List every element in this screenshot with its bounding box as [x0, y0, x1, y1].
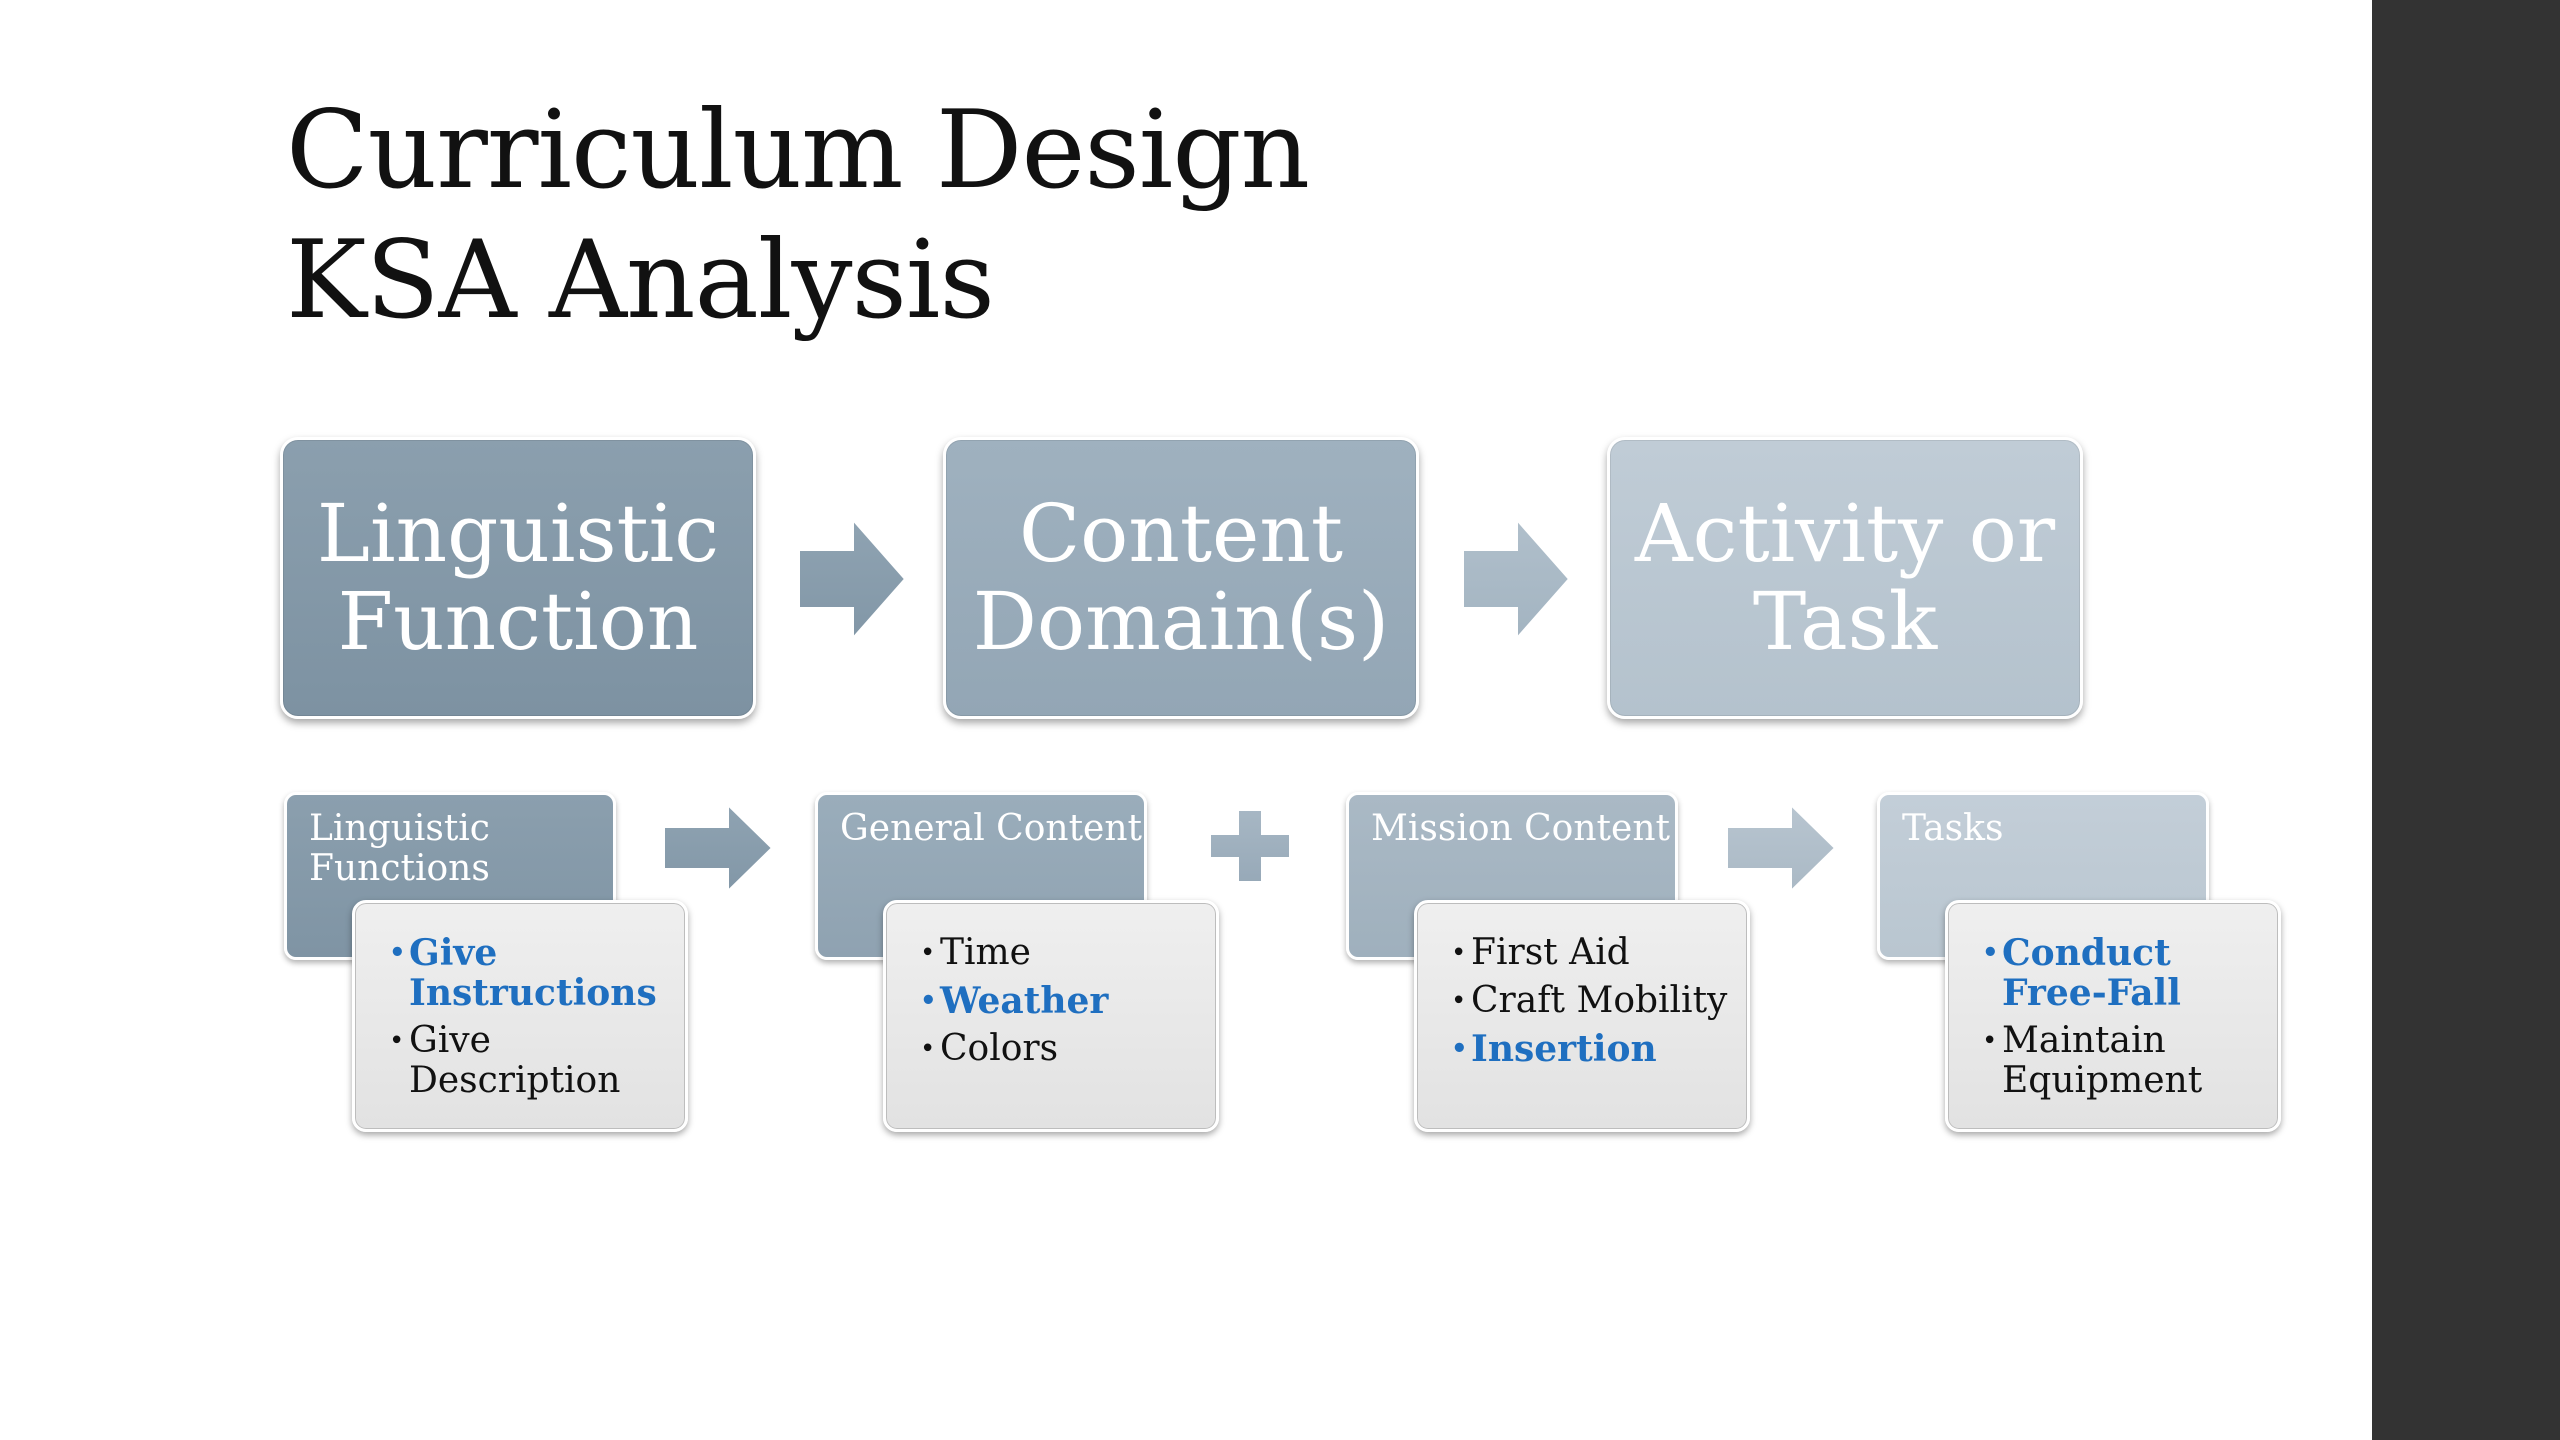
slide-title: Curriculum Design KSA Analysis [286, 86, 1310, 346]
list-item: Give Instructions [389, 933, 667, 1013]
list-item: Give Description [389, 1021, 667, 1101]
arrow-right-icon [1725, 803, 1837, 893]
detail-card-tasks: Conduct Free-Fall Maintain Equipment [1945, 900, 2281, 1132]
arrow-right-icon [662, 803, 774, 893]
detail-card-linguistic-functions: Give Instructions Give Description [352, 900, 688, 1132]
dark-side-panel [2372, 0, 2560, 1440]
detail-card-general-content: Time Weather Colors [883, 900, 1219, 1132]
flow-box-content-domains: Content Domain(s) [943, 437, 1419, 719]
bullet-list: First Aid Craft Mobility Insertion [1451, 933, 1729, 1070]
detail-card-mission-content: First Aid Craft Mobility Insertion [1414, 900, 1750, 1132]
category-label: Linguistic Functions [309, 808, 490, 889]
plus-icon [1208, 808, 1292, 884]
flow-box-label: Activity or Task [1634, 487, 2056, 668]
category-label: General Content [840, 808, 1143, 849]
bullet-list: Time Weather Colors [920, 933, 1198, 1070]
list-item: Insertion [1451, 1029, 1729, 1069]
slide-title-line-2: KSA Analysis [286, 218, 995, 343]
category-label: Mission Content [1371, 808, 1670, 849]
list-item: Colors [920, 1029, 1198, 1070]
arrow-right-icon [797, 518, 907, 640]
list-item: Conduct Free-Fall [1982, 933, 2260, 1013]
list-item: Weather [920, 981, 1198, 1021]
list-item: Craft Mobility [1451, 981, 1729, 1022]
arrow-right-icon [1461, 518, 1571, 640]
flow-box-activity-or-task: Activity or Task [1607, 437, 2083, 719]
bullet-list: Conduct Free-Fall Maintain Equipment [1982, 933, 2260, 1101]
bullet-list: Give Instructions Give Description [389, 933, 667, 1101]
flow-box-linguistic-function: Linguistic Function [280, 437, 756, 719]
list-item: Maintain Equipment [1982, 1021, 2260, 1101]
slide-title-line-1: Curriculum Design [286, 88, 1310, 213]
list-item: Time [920, 933, 1198, 974]
category-label: Tasks [1902, 808, 2004, 849]
flow-box-label: Linguistic Function [316, 487, 720, 668]
flow-box-label: Content Domain(s) [972, 487, 1390, 668]
list-item: First Aid [1451, 933, 1729, 974]
slide: Curriculum Design KSA Analysis Linguisti… [0, 0, 2372, 1440]
